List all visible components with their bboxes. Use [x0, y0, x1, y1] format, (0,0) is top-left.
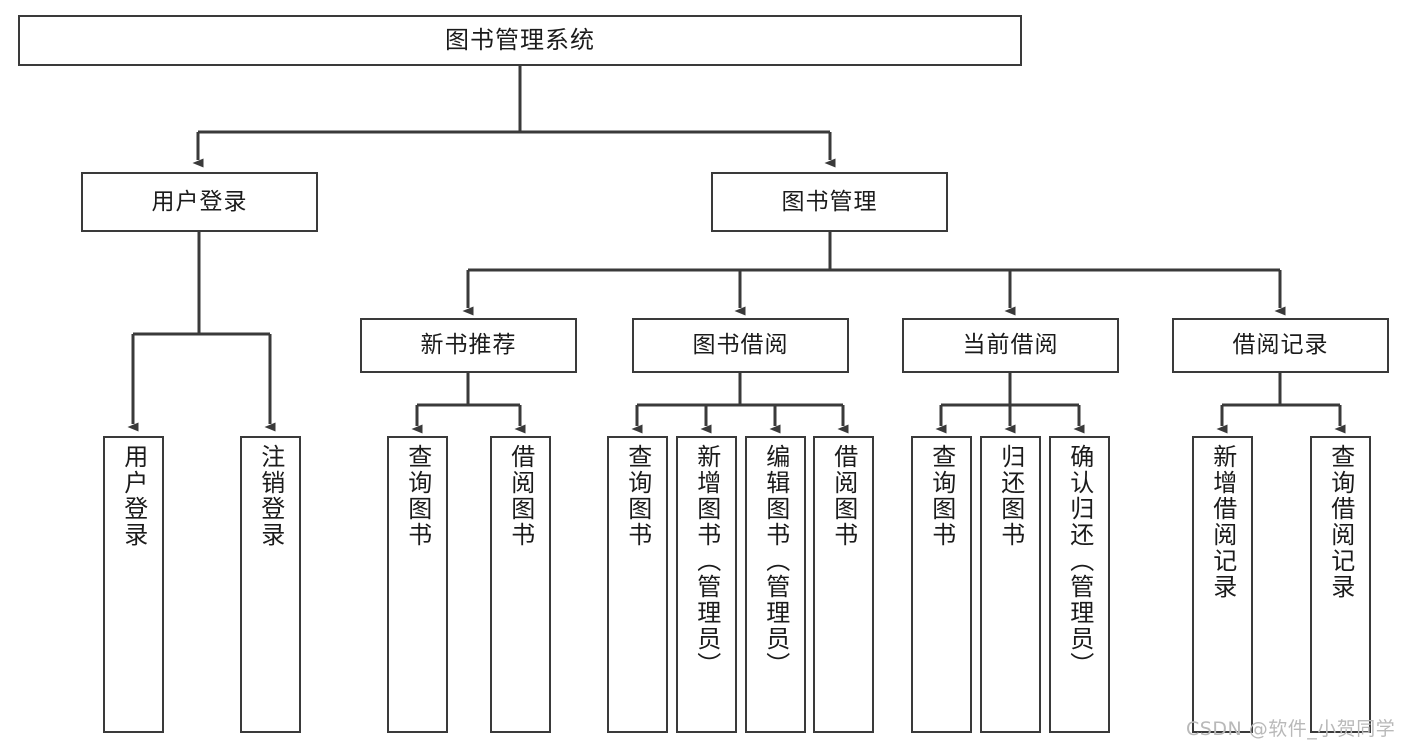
node-label: 图书借阅: [692, 332, 789, 359]
node-leaf-query-book-current[interactable]: 查询图书: [911, 436, 972, 733]
node-user-login[interactable]: 用户登录: [81, 172, 318, 232]
node-label: 用户登录: [151, 188, 248, 215]
node-leaf-user-login[interactable]: 用户登录: [103, 436, 164, 733]
node-leaf-borrow-book[interactable]: 借阅图书: [813, 436, 874, 733]
node-label: 查询图书: [403, 444, 432, 548]
node-label: 借阅图书: [829, 444, 858, 548]
node-current-borrow[interactable]: 当前借阅: [902, 318, 1119, 373]
node-label: 借阅记录: [1232, 332, 1329, 359]
node-label: 图书管理系统: [445, 25, 595, 54]
node-leaf-add-borrow-record[interactable]: 新增借阅记录: [1192, 436, 1253, 733]
watermark: CSDN @软件_小贺同学: [1186, 718, 1396, 740]
node-label: 编辑图书（管理员）: [761, 444, 790, 678]
node-leaf-query-book-recommend[interactable]: 查询图书: [387, 436, 448, 733]
node-leaf-query-borrow-record[interactable]: 查询借阅记录: [1310, 436, 1371, 733]
node-leaf-logout[interactable]: 注销登录: [240, 436, 301, 733]
node-label: 查询图书: [927, 444, 956, 548]
node-label: 新增借阅记录: [1208, 444, 1237, 600]
node-leaf-query-book[interactable]: 查询图书: [607, 436, 668, 733]
node-borrow-record[interactable]: 借阅记录: [1172, 318, 1389, 373]
node-label: 借阅图书: [506, 444, 535, 548]
node-leaf-add-book-admin[interactable]: 新增图书（管理员）: [676, 436, 737, 733]
node-root-system[interactable]: 图书管理系统: [18, 15, 1022, 66]
node-label: 查询图书: [623, 444, 652, 548]
node-new-book-recommend[interactable]: 新书推荐: [360, 318, 577, 373]
node-label: 归还图书: [996, 444, 1025, 548]
node-leaf-return-book[interactable]: 归还图书: [980, 436, 1041, 733]
node-label: 当前借阅: [962, 332, 1059, 359]
node-book-borrow[interactable]: 图书借阅: [632, 318, 849, 373]
node-label: 确认归还（管理员）: [1065, 444, 1094, 678]
node-label: 用户登录: [119, 444, 148, 548]
node-label: 图书管理: [781, 188, 878, 215]
node-label: 查询借阅记录: [1326, 444, 1355, 600]
node-book-management[interactable]: 图书管理: [711, 172, 948, 232]
node-label: 新书推荐: [420, 332, 517, 359]
node-leaf-borrow-book-recommend[interactable]: 借阅图书: [490, 436, 551, 733]
node-leaf-edit-book-admin[interactable]: 编辑图书（管理员）: [745, 436, 806, 733]
node-label: 注销登录: [256, 444, 285, 548]
node-label: 新增图书（管理员）: [692, 444, 721, 678]
node-leaf-confirm-return-admin[interactable]: 确认归还（管理员）: [1049, 436, 1110, 733]
